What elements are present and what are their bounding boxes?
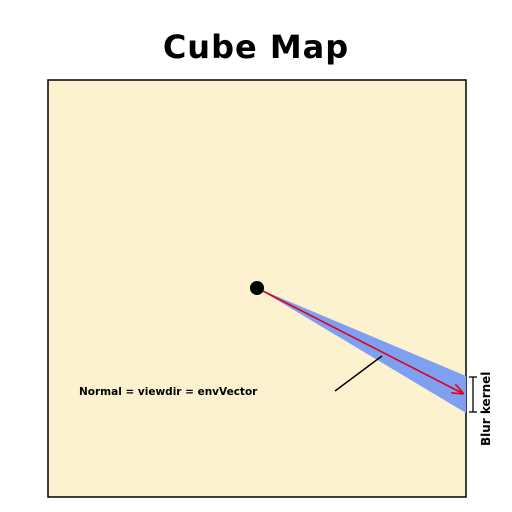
blur-cone bbox=[257, 288, 466, 413]
label-leader-line bbox=[334, 355, 383, 392]
diagram-title: Cube Map bbox=[162, 28, 350, 66]
origin-point bbox=[250, 281, 264, 295]
normal-label: Normal = viewdir = envVector bbox=[79, 386, 258, 398]
blur-kernel-label: Blur kernel bbox=[479, 372, 493, 446]
view-direction-arrow bbox=[256, 287, 462, 393]
blur-kernel-bracket bbox=[469, 376, 477, 413]
